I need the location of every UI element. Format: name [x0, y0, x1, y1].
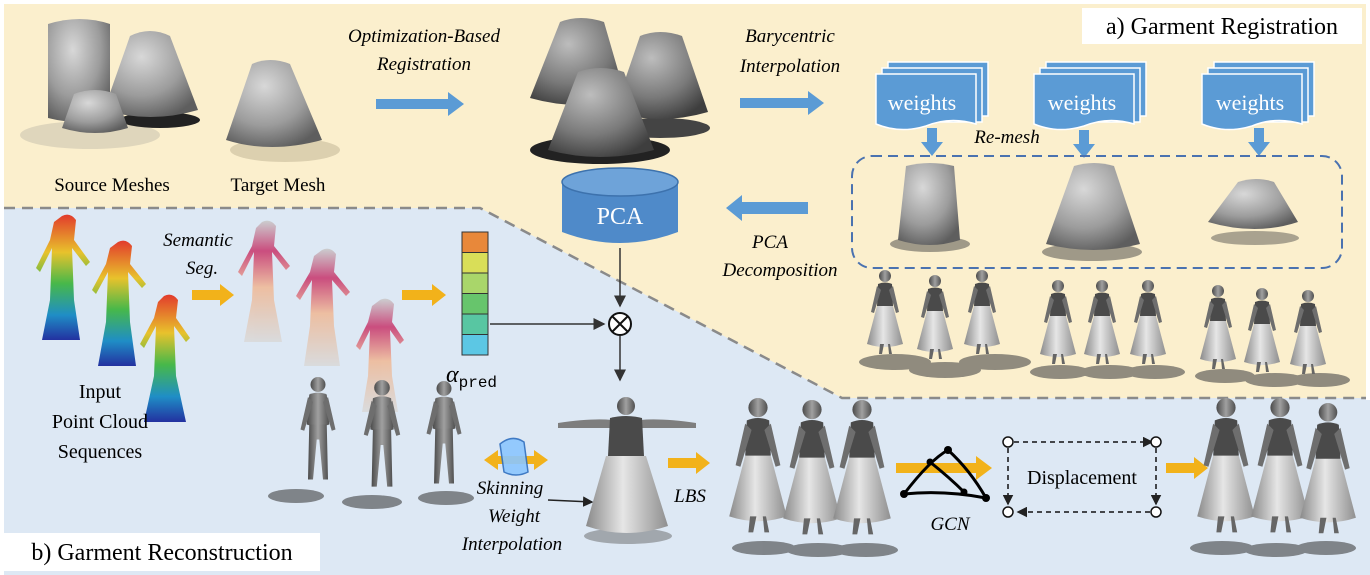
- reconstruction-title: b) Garment Reconstruction: [31, 540, 292, 566]
- remesh-label: Re-mesh: [973, 127, 1039, 148]
- opt-reg-label-2: Registration: [376, 54, 471, 75]
- point-cloud-figure-1: [36, 214, 90, 340]
- weights-doc-2: weights: [1033, 61, 1147, 131]
- bary-label-1: Barycentric: [745, 26, 835, 47]
- input-point-clouds: Input Point Cloud Sequences: [36, 214, 190, 463]
- alpha-cell-3: [461, 272, 489, 294]
- body-sequence: [268, 377, 474, 509]
- input-label-3: Sequences: [58, 441, 143, 463]
- displacement-box: Displacement: [1002, 436, 1162, 518]
- skinning-label-1: Skinning: [477, 478, 544, 499]
- weights-label-1: weights: [888, 90, 956, 115]
- skinning-pointer: [547, 496, 594, 507]
- weights-down-arrow-2: [1073, 130, 1095, 158]
- segmented-figure-3: [356, 298, 404, 412]
- opt-reg-arrow: [376, 92, 464, 116]
- gcn-label: GCN: [930, 514, 970, 535]
- input-label-2: Point Cloud: [52, 411, 148, 433]
- weights-down-arrow-1: [921, 128, 943, 156]
- panel-divider: [4, 206, 1366, 400]
- alpha-cell-5: [461, 313, 489, 335]
- registered-mesh-3: [548, 68, 654, 157]
- registered-mesh-2: [614, 32, 708, 119]
- point-cloud-figure-3: [140, 294, 190, 422]
- alpha-cell-2: [461, 252, 489, 274]
- weights-label-2: weights: [1048, 90, 1116, 115]
- weights-label-3: weights: [1216, 90, 1284, 115]
- training-sequences: [859, 270, 1350, 387]
- remeshed-garment-long: [898, 163, 960, 245]
- final-arrow: [1166, 457, 1208, 479]
- weights-doc-3: weights: [1201, 61, 1315, 131]
- segmented-figure-2: [296, 248, 350, 366]
- gcn-graph-icon: [900, 446, 990, 502]
- lbs-label: LBS: [673, 486, 706, 507]
- remeshed-garment-short: [1208, 179, 1298, 229]
- bary-arrow: [740, 91, 824, 115]
- pca-decomp-label-1: PCA: [751, 232, 788, 253]
- registration-title: a) Garment Registration: [1106, 14, 1338, 40]
- skinning-label-3: Interpolation: [461, 534, 562, 555]
- source-meshes-group: Source Meshes: [20, 19, 200, 196]
- displacement-label: Displacement: [1027, 467, 1137, 489]
- target-mesh: [226, 60, 322, 147]
- semantic-label-2: Seg.: [186, 258, 218, 279]
- reconstruction-title-box: [4, 533, 320, 571]
- output-sequence: [1190, 398, 1356, 557]
- alpha-cell-4: [461, 293, 489, 315]
- pca-decomp-arrow: [726, 195, 808, 221]
- input-label-1: Input: [79, 381, 122, 403]
- multiply-operator: [608, 312, 632, 336]
- point-cloud-figure-2: [92, 240, 146, 366]
- alpha-cell-6: [461, 334, 489, 356]
- remeshed-garments: [890, 163, 1299, 261]
- alpha-symbol: αpred: [446, 362, 497, 392]
- registration-panel: [4, 4, 1366, 398]
- bary-label-2: Interpolation: [739, 56, 840, 77]
- remeshed-garment-aline: [1046, 163, 1140, 250]
- template-skirt: [586, 456, 668, 533]
- target-mesh-label: Target Mesh: [231, 175, 326, 196]
- weights-doc-1: weights: [875, 61, 989, 131]
- registration-title-box: [1082, 8, 1362, 44]
- semantic-label-1: Semantic: [163, 230, 233, 251]
- source-meshes-label: Source Meshes: [54, 175, 170, 196]
- t-pose-template: [558, 397, 696, 544]
- skinning-surface-icon: [499, 437, 529, 476]
- alpha-cell-1: [461, 231, 489, 253]
- semantic-arrow: [192, 284, 234, 306]
- alpha-input-arrow: [402, 284, 446, 306]
- remesh-box: [851, 155, 1343, 269]
- alpha-pred-vector: αpred: [446, 231, 497, 392]
- registered-meshes-group: [530, 18, 710, 164]
- source-mesh-short: [62, 90, 128, 133]
- pca-database: PCA: [561, 167, 679, 243]
- pca-decomp-label-2: Decomposition: [721, 260, 837, 281]
- segmented-figure-1: [238, 220, 290, 342]
- target-mesh-group: Target Mesh: [226, 60, 340, 196]
- segmented-point-clouds: [238, 220, 404, 412]
- lbs-arrow: [668, 452, 710, 474]
- skinning-label-2: Weight: [488, 506, 541, 527]
- opt-reg-label-1: Optimization-Based: [348, 26, 500, 47]
- gcn-arrow: [896, 456, 992, 480]
- weights-down-arrow-3: [1248, 128, 1270, 156]
- pca-label: PCA: [597, 204, 644, 230]
- source-mesh-wide: [104, 31, 198, 117]
- lbs-sequence: [729, 398, 898, 557]
